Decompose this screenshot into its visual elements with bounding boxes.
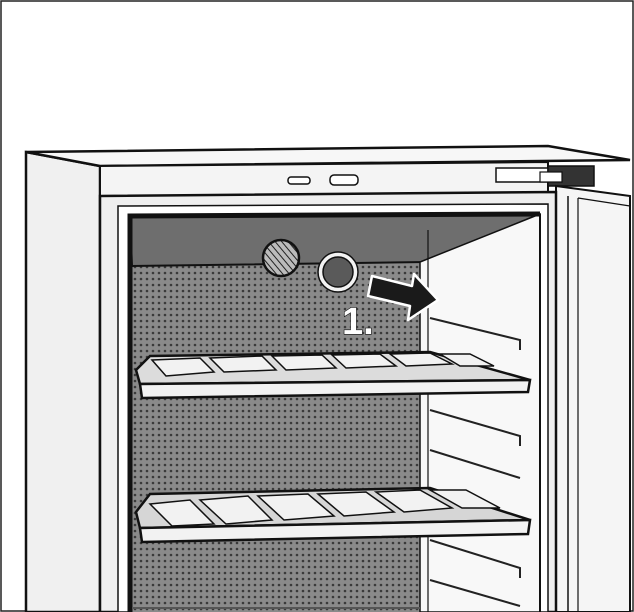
step-label: 1. <box>342 301 374 343</box>
control-button-small <box>287 176 311 185</box>
light-cover-icon <box>317 251 359 293</box>
control-panel <box>99 160 595 198</box>
upper-shelf <box>134 350 532 400</box>
cabinet-left-side <box>24 150 102 612</box>
control-button-large <box>329 174 359 186</box>
fan-cover-icon <box>261 238 301 278</box>
direction-arrow-icon <box>366 272 440 322</box>
cabinet-top <box>25 144 631 168</box>
open-door-edge <box>555 184 631 612</box>
lower-shelf <box>134 486 532 544</box>
interior-right-wall <box>419 212 541 612</box>
